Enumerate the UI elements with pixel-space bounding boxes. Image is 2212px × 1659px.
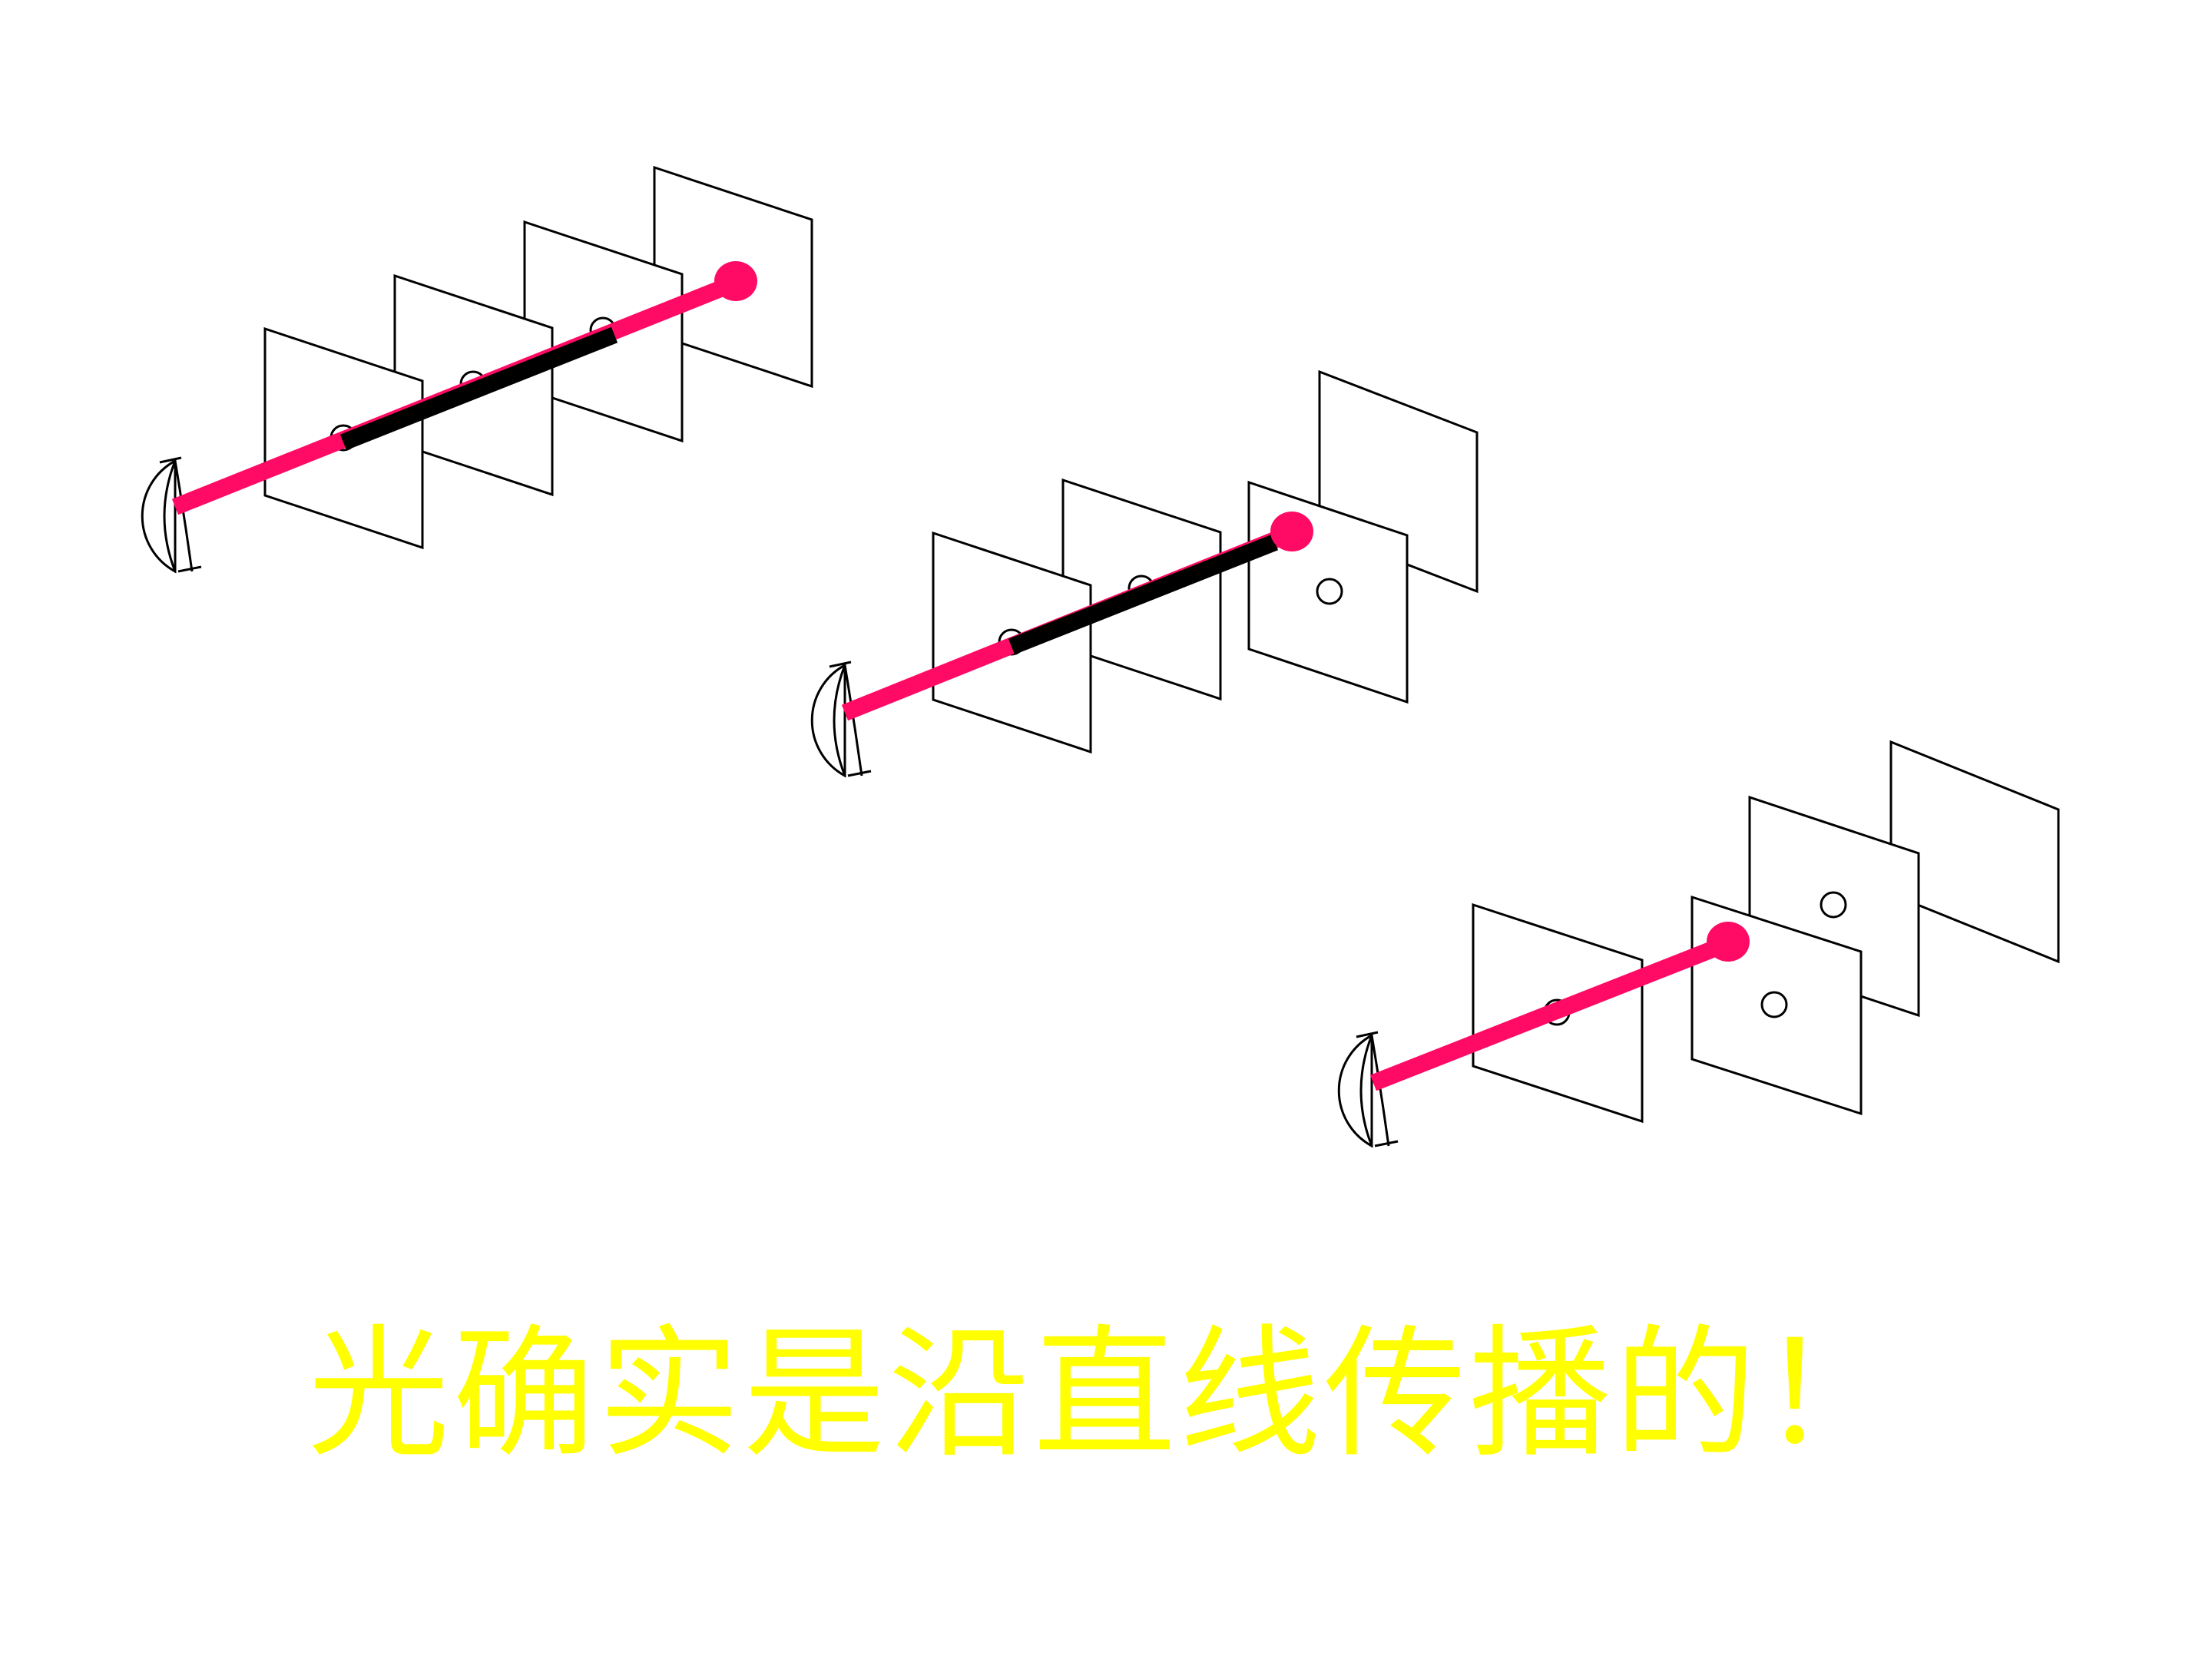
scene-3-light-beam <box>1369 935 1732 1091</box>
eye-icon <box>141 456 202 574</box>
scene-1-light-spot <box>714 261 757 301</box>
eye-icon <box>1337 1031 1399 1148</box>
conclusion-caption: 光确实是沿直线传播的！ <box>307 1311 1905 1477</box>
scene-2-light-spot <box>1270 512 1313 551</box>
scene-3-light-spot <box>1707 922 1750 962</box>
scene-3 <box>1337 740 2060 1148</box>
scene-1 <box>141 165 813 574</box>
scene-2-hole-3 <box>1316 578 1343 605</box>
scene-1-inner-segment <box>339 326 618 451</box>
eye-icon <box>810 661 872 778</box>
scene-3-hole-3 <box>1820 891 1847 919</box>
scene-2-inner-segment <box>1008 534 1279 655</box>
scene-3-hole-2 <box>1760 991 1788 1018</box>
scene-2 <box>810 369 1479 778</box>
